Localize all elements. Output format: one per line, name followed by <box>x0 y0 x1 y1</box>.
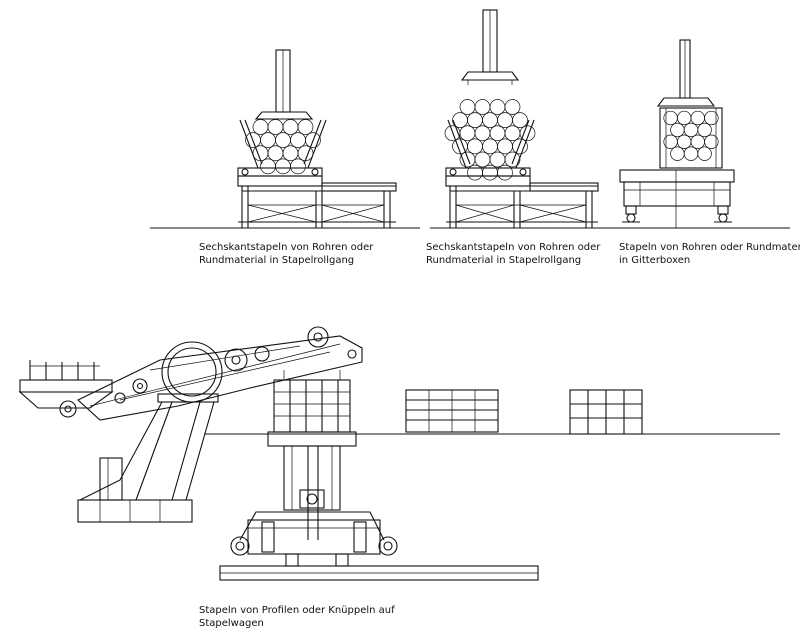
pipe <box>467 164 483 181</box>
diagram-stacking-wagon <box>18 326 780 581</box>
pipe <box>459 125 476 142</box>
pipe <box>474 151 491 168</box>
pipe <box>282 145 299 162</box>
pipe <box>519 125 536 142</box>
pipe <box>482 138 498 155</box>
pipe <box>704 110 719 126</box>
diagram-stacking-roller-conveyor-2 <box>430 9 610 229</box>
pipe <box>512 112 528 128</box>
pipe <box>474 125 491 142</box>
caption-line: Rundmaterial in Stapelrollgang <box>199 255 355 266</box>
stacked-crates <box>405 389 499 433</box>
pipe <box>497 112 513 128</box>
pipe <box>697 146 712 161</box>
caption-line: Sechskantstapeln von Rohren oder <box>426 242 601 253</box>
pipe <box>489 151 506 168</box>
pipe <box>482 164 498 181</box>
pipe <box>497 164 513 181</box>
pipe <box>467 112 483 128</box>
pipe <box>504 99 521 115</box>
pipe <box>670 122 685 138</box>
pipe <box>690 134 705 149</box>
grid-box-stack <box>569 389 643 435</box>
pipe <box>290 158 306 175</box>
pipe <box>474 99 491 115</box>
pipe <box>504 151 521 168</box>
pipe <box>252 119 269 135</box>
pipe <box>683 122 699 138</box>
pipe <box>267 119 284 135</box>
pipe <box>482 112 498 128</box>
pipe <box>305 132 321 148</box>
pipe <box>282 119 299 135</box>
caption-line: in Gitterboxen <box>619 255 691 266</box>
pipe <box>275 158 291 175</box>
pipe <box>677 110 692 126</box>
pipe <box>267 145 284 162</box>
pipe <box>290 132 306 148</box>
pipe <box>497 138 513 155</box>
caption-line: Sechskantstapeln von Rohren oder <box>199 242 374 253</box>
pipe <box>704 134 719 149</box>
caption-line: Stapeln von Profilen oder Knüppeln auf <box>199 605 395 616</box>
diagram-stacking-grid-boxes <box>610 39 790 229</box>
pipe <box>260 158 276 175</box>
pipe <box>683 146 699 161</box>
pipe <box>297 119 314 135</box>
pipe <box>467 138 483 155</box>
pipe <box>504 125 521 142</box>
caption-hexagonal-stacking-2: Sechskantstapeln von Rohren oder Rundmat… <box>426 241 600 267</box>
pipe <box>697 122 712 138</box>
pipe-bundle <box>444 99 536 181</box>
caption-line: Stapeln von Rohren oder Rundmaterial <box>619 242 800 253</box>
pipe <box>690 110 705 126</box>
pipe <box>489 125 506 142</box>
caption-line: Stapelwagen <box>199 618 264 629</box>
caption-line: Rundmaterial in Stapelrollgang <box>426 255 582 266</box>
pipe-bundle <box>663 110 719 161</box>
pipe <box>677 134 692 149</box>
pipe <box>459 99 476 115</box>
pipe <box>260 132 276 148</box>
caption-stacking-wagon: Stapeln von Profilen oder Knüppeln auf S… <box>199 604 395 630</box>
caption-hexagonal-stacking-1: Sechskantstapeln von Rohren oder Rundmat… <box>199 241 373 267</box>
caption-grid-boxes: Stapeln von Rohren oder Rundmaterial in … <box>619 241 800 267</box>
pipe <box>275 132 291 148</box>
diagram-stacking-roller-conveyor-1 <box>150 49 420 229</box>
pipe <box>512 138 528 155</box>
pipe <box>670 146 685 161</box>
pipe <box>489 99 506 115</box>
